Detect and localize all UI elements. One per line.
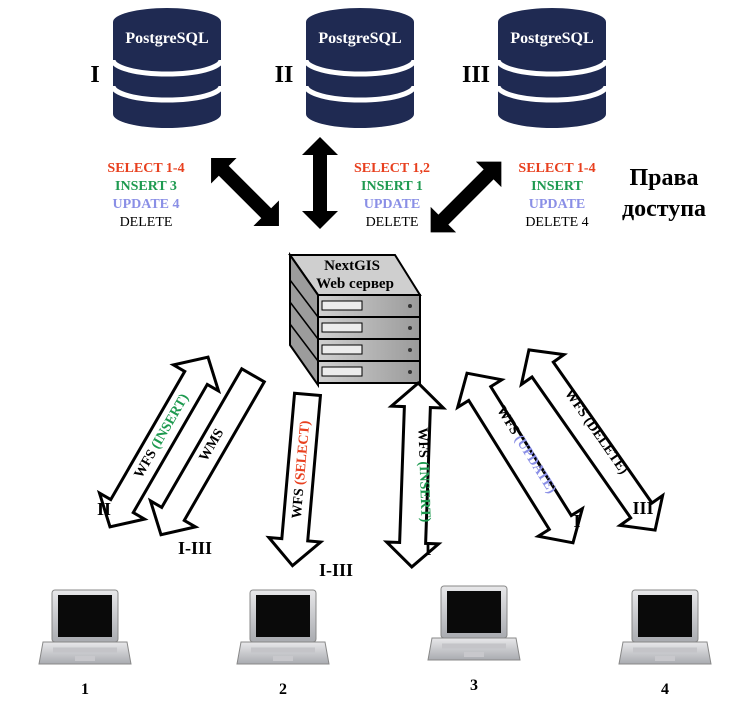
- client-1: 1: [38, 589, 132, 698]
- link-label: WFS (INSERT): [414, 427, 432, 523]
- client-number: 1: [81, 681, 89, 698]
- database-3: PostgreSQL III: [462, 8, 609, 128]
- arrow-db3-server: [430, 161, 502, 233]
- perm-update: UPDATE: [364, 197, 421, 212]
- arrow-db1-server: [211, 158, 279, 226]
- perm-insert: INSERT 3: [115, 179, 177, 194]
- perm-update: UPDATE: [529, 197, 586, 212]
- server-title-line1: NextGIS: [324, 258, 380, 274]
- link-tag: I: [573, 511, 580, 531]
- client-2: 2: [236, 589, 330, 698]
- arrow-shape: [96, 355, 222, 529]
- perm-select: SELECT 1-4: [107, 161, 184, 176]
- server-title-line2: Web сервер: [316, 276, 394, 292]
- arrow-shape: [265, 391, 325, 568]
- arrow-shape: [519, 348, 665, 532]
- access-title-line1: Права: [630, 165, 699, 191]
- link-3: WFS (SELECT) I-III: [265, 391, 353, 580]
- perm-delete: DELETE: [366, 215, 419, 230]
- client-number: 2: [279, 681, 287, 698]
- link-tag: I: [424, 539, 431, 559]
- arrow-shape: [382, 381, 448, 569]
- perm-delete: DELETE 4: [525, 215, 588, 230]
- arrow-shape: [147, 366, 267, 537]
- perm-select: SELECT 1-4: [518, 161, 595, 176]
- laptop-icon: [427, 585, 521, 661]
- link-tag: II: [97, 499, 111, 519]
- perm-insert: INSERT 1: [361, 179, 423, 194]
- database-2: PostgreSQL II: [275, 8, 417, 128]
- link-tag: I-III: [178, 538, 212, 558]
- link-6: WFS (DELETE) III: [519, 348, 665, 532]
- arrow-shape: [455, 371, 585, 545]
- perm-select: SELECT 1,2: [354, 161, 430, 176]
- client-4: 4: [618, 589, 712, 698]
- permissions-db-2: SELECT 1,2 INSERT 1 UPDATE DELETE: [354, 161, 430, 230]
- perm-insert: INSERT: [531, 179, 583, 194]
- link-tag: I-III: [319, 560, 353, 580]
- laptop-icon: [618, 589, 712, 665]
- db-label: PostgreSQL: [318, 30, 401, 47]
- db-roman: I: [90, 62, 99, 88]
- db-label: PostgreSQL: [125, 30, 208, 47]
- link-4: WFS (INSERT) I: [382, 381, 448, 569]
- link-label: WFS (SELECT): [290, 420, 314, 520]
- client-number: 3: [470, 677, 478, 694]
- link-2: WMS I-III: [147, 366, 267, 558]
- laptop-icon: [236, 589, 330, 665]
- db-server-arrows: [211, 137, 502, 233]
- client-3: 3: [427, 585, 521, 694]
- permissions-db-1: SELECT 1-4 INSERT 3 UPDATE 4 DELETE: [107, 161, 184, 230]
- db-roman: III: [462, 62, 490, 88]
- link-tag: III: [632, 498, 653, 518]
- perm-delete: DELETE: [120, 215, 173, 230]
- client-number: 4: [661, 681, 669, 698]
- laptop-icon: [38, 589, 132, 665]
- db-roman: II: [275, 62, 294, 88]
- arrow-db2-server: [302, 137, 338, 229]
- perm-update: UPDATE 4: [112, 197, 179, 212]
- db-label: PostgreSQL: [510, 30, 593, 47]
- access-title-line2: доступа: [622, 196, 706, 222]
- permissions-db-3: SELECT 1-4 INSERT UPDATE DELETE 4: [518, 161, 595, 230]
- database-1: PostgreSQL I: [90, 8, 224, 128]
- server: NextGIS Web сервер: [288, 251, 422, 389]
